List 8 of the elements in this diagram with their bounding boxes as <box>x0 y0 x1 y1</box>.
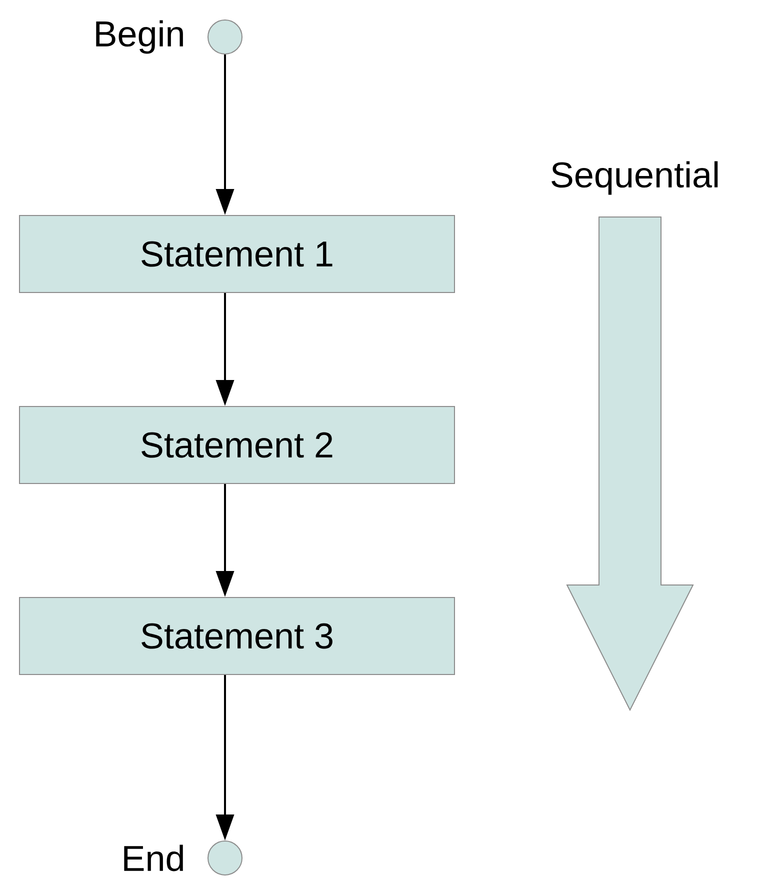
terminal-circle <box>208 20 242 54</box>
terminal-label: Begin <box>96 20 183 54</box>
statement-box: Statement 2 <box>19 406 455 484</box>
terminal-circle <box>208 840 242 876</box>
statement-box: Statement 3 <box>19 597 455 675</box>
direction-label: Sequential <box>552 161 718 195</box>
statement-box: Statement 1 <box>19 215 455 293</box>
terminal-label: End <box>124 844 183 872</box>
